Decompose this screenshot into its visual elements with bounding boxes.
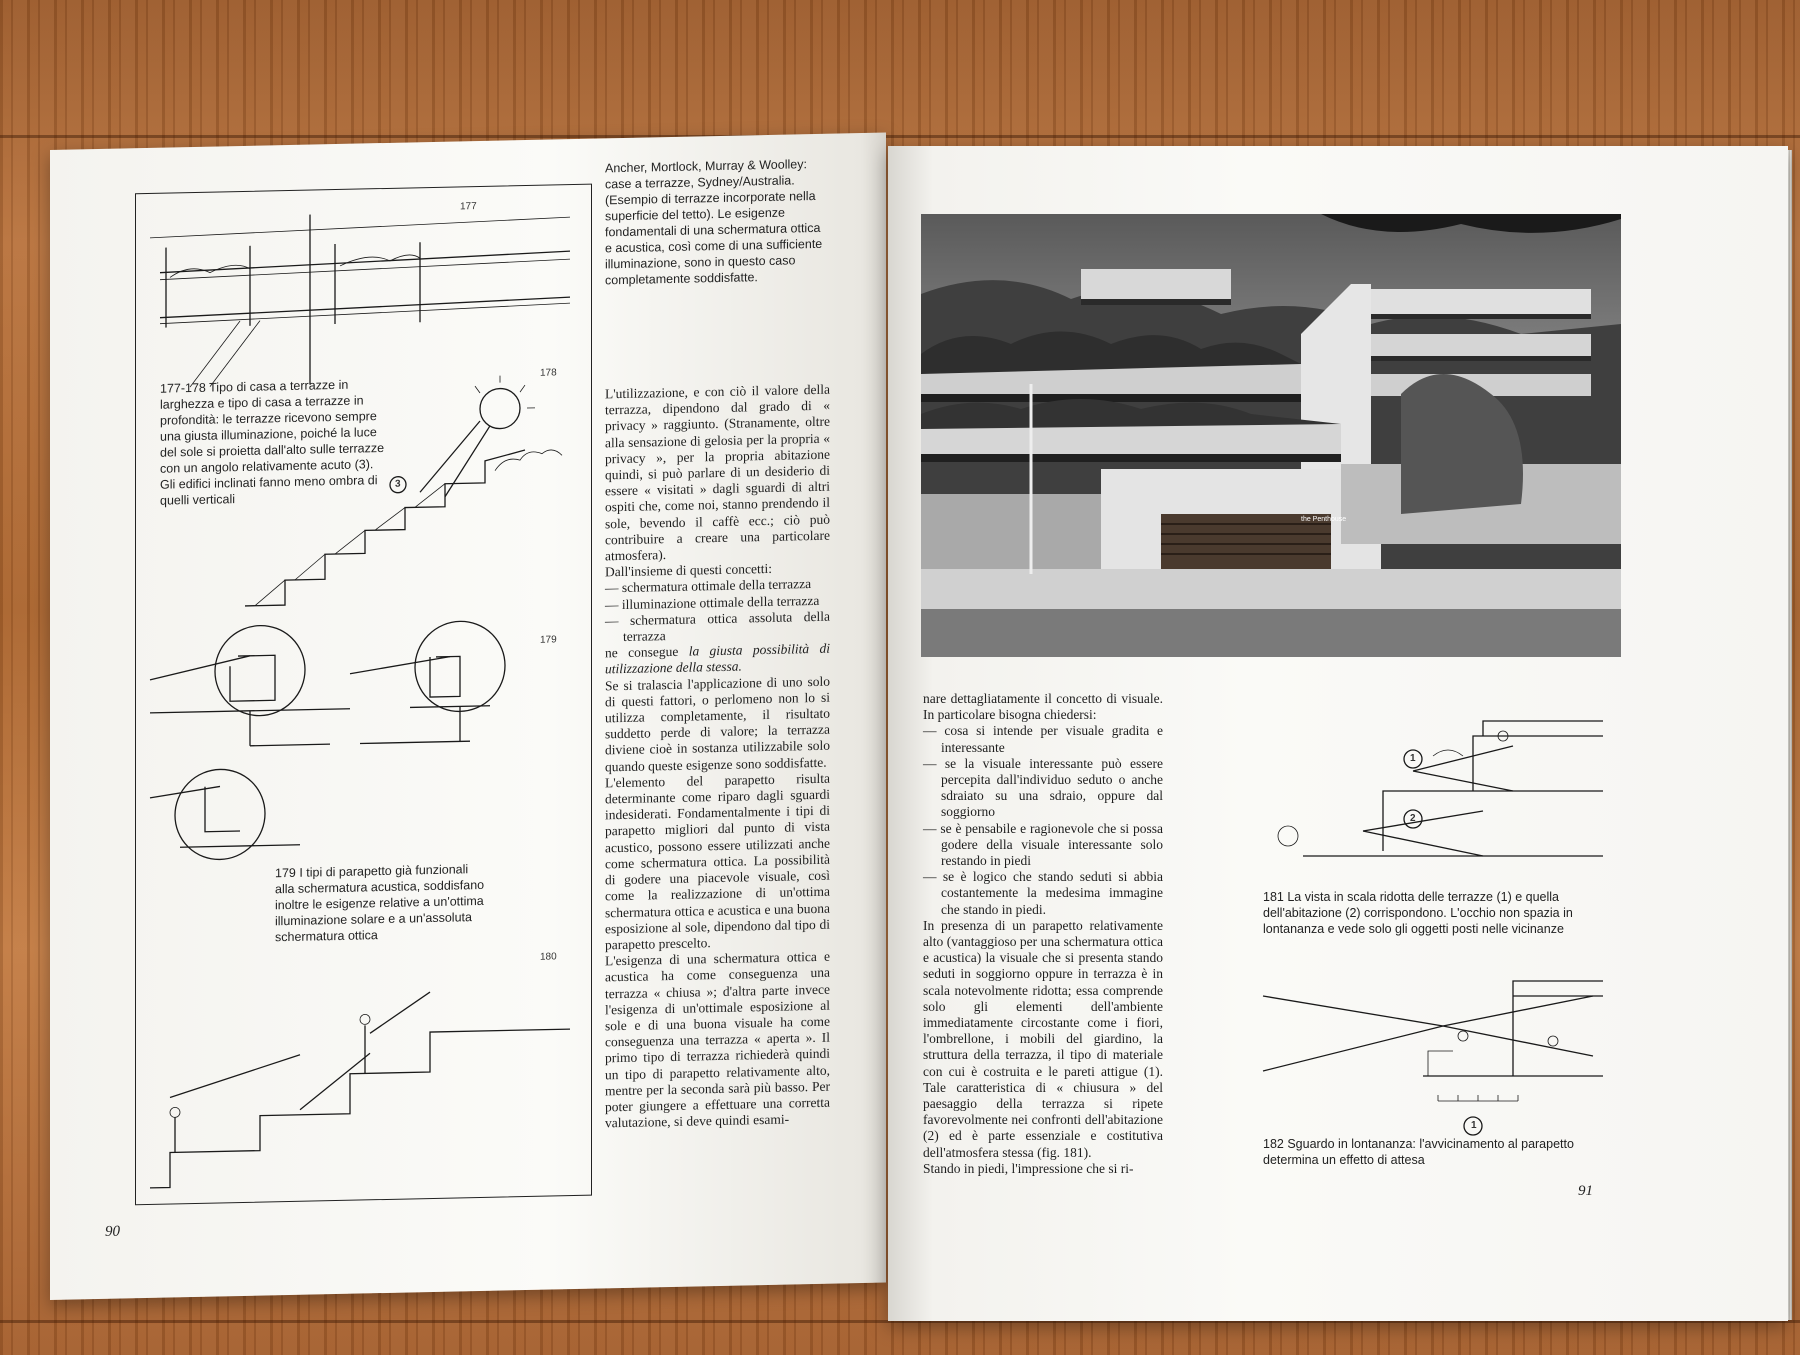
- col1-concepts-list: schermatura ottimale della terrazza illu…: [605, 576, 830, 646]
- fig-181-reduced-view-drawing: [1277, 720, 1603, 857]
- col1-intro-paragraph: L'utilizzazione, e con ciò il valore del…: [605, 381, 830, 564]
- penthouse-sign: the Penthouse: [1301, 516, 1347, 523]
- list-item: se è logico che stando seduti si abbia c…: [923, 869, 1163, 918]
- left-text-column: L'utilizzazione, e con ciò il valore del…: [605, 382, 830, 1132]
- right-text-column: nare dettagliatamente il concetto di vis…: [923, 691, 1163, 1177]
- page-number-left: 90: [105, 1223, 120, 1240]
- fig-181-marker-1: 1: [1410, 753, 1416, 764]
- fig-182-marker: 1: [1471, 1120, 1477, 1131]
- fig-181-marker-2: 2: [1410, 813, 1416, 824]
- page-number-right: 91: [1578, 1183, 1593, 1199]
- caption-182: 182 Sguardo in lontananza: l'avvicinamen…: [1263, 1137, 1574, 1167]
- fig-178-stepped-terrace-sun-drawing: [245, 375, 563, 607]
- terrace-houses-photograph: the Penthouse: [921, 214, 1621, 657]
- fig-177-terrace-section-drawing: [149, 214, 571, 388]
- photo-rendering: [921, 214, 1621, 657]
- col2-intro: nare dettagliatamente il concetto di vis…: [923, 691, 1163, 723]
- photo-caption-sydney: Ancher, Mortlock, Murray & Woolley: case…: [605, 157, 823, 288]
- caption-179: 179 I tipi di parapetto già funzionali a…: [275, 862, 485, 945]
- fig-179-parapet-types-drawing: [149, 620, 506, 861]
- list-item: schermatura ottica assoluta della terraz…: [605, 609, 830, 646]
- col1-consegue-line: ne consegue la giusta possibilità di uti…: [605, 640, 830, 677]
- table-board-seam: [0, 135, 1800, 138]
- col1-paragraph-2: Se si tralascia l'applicazione di uno so…: [605, 673, 830, 775]
- col1-paragraph-3: L'elemento del parapetto risulta determi…: [605, 770, 830, 953]
- fig-180-sightline-steps-drawing: [150, 991, 570, 1189]
- col2-paragraph-3: Stando in piedi, l'impressione che si ri…: [923, 1160, 1134, 1176]
- list-item: se la visuale interessante può essere pe…: [923, 756, 1163, 821]
- col2-questions-list: cosa si intende per visuale gradita e in…: [923, 723, 1163, 917]
- col1-paragraph-4: L'esigenza di una schermatura ottica e a…: [605, 948, 830, 1131]
- col2-paragraph-2: In presenza di un parapetto relativament…: [923, 917, 1163, 1160]
- list-item: cosa si intende per visuale gradita e in…: [923, 723, 1163, 755]
- list-item: se è pensabile e ragionevole che si poss…: [923, 821, 1163, 870]
- sun-angle-marker: 3: [395, 478, 401, 490]
- left-page: 177 177-178 Tipo di casa a terrazze in l…: [50, 132, 886, 1301]
- fig-182-distant-view-drawing: [1262, 980, 1603, 1136]
- right-page: the Penthouse nare dettagliatamente il c…: [888, 146, 1788, 1321]
- caption-181: 181 La vista in scala ridotta delle terr…: [1263, 890, 1573, 936]
- table-board-seam: [0, 1320, 1800, 1323]
